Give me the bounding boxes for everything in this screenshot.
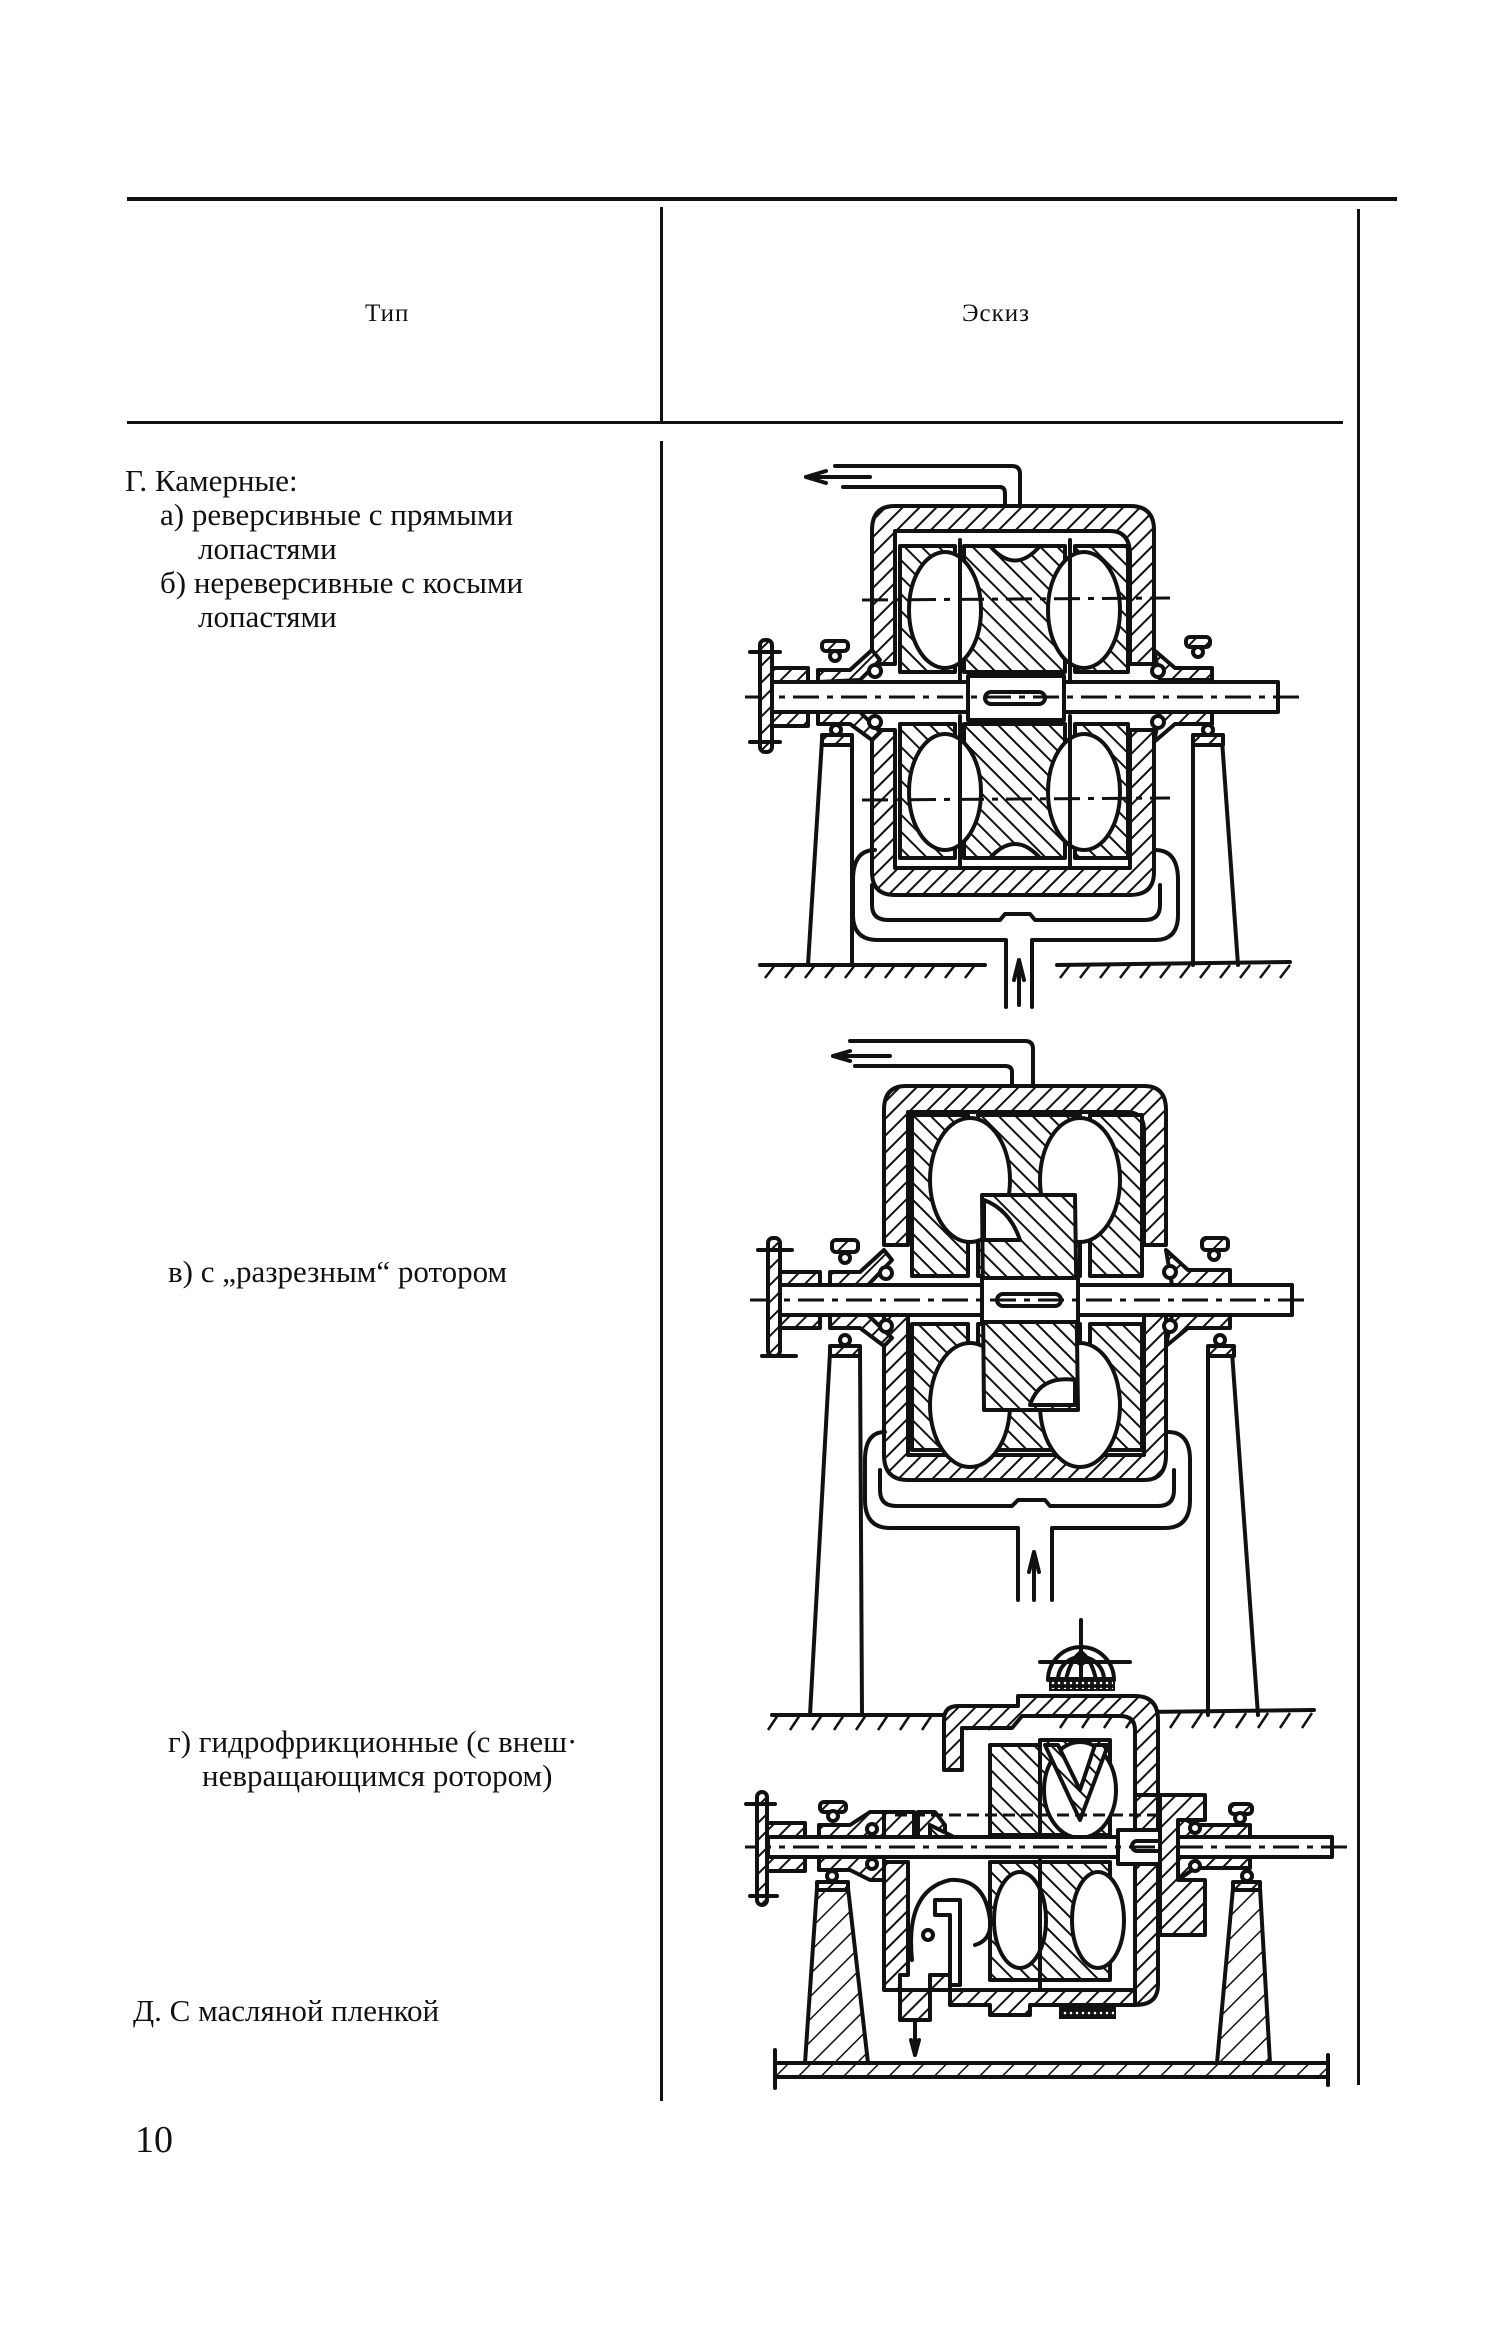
outlet-arrow-icon bbox=[831, 1049, 892, 1063]
return-casing bbox=[851, 848, 1180, 1009]
housing-bottom bbox=[948, 1988, 1137, 2017]
outlet-pipe bbox=[833, 464, 1022, 509]
brake-hook bbox=[909, 1877, 993, 1962]
header-sketch: Эскиз bbox=[962, 300, 1031, 327]
wheel-upper-left bbox=[988, 1743, 1042, 1837]
housing-upper bbox=[882, 1084, 1168, 1247]
group-chamber-title: Г. Камерные: bbox=[125, 463, 298, 498]
brake-housing bbox=[882, 1860, 952, 2022]
support-right bbox=[1191, 738, 1240, 967]
housing-lower bbox=[870, 728, 1156, 897]
ground-hatching bbox=[764, 964, 1291, 979]
header-type: Тип bbox=[365, 300, 410, 327]
group-oil-film-title: Д. С масляной пленкой bbox=[133, 1993, 440, 2028]
cavity-left-lower bbox=[907, 732, 983, 852]
header-column-divider bbox=[660, 207, 663, 421]
ground-right bbox=[1055, 960, 1292, 967]
cavity-right-lower bbox=[1046, 732, 1122, 852]
support-left bbox=[806, 738, 854, 967]
pedestal-left bbox=[802, 1886, 871, 2065]
friction-pad-bottom bbox=[1059, 2007, 1116, 2019]
drain-arrow-icon bbox=[909, 2018, 921, 2057]
page-number: 10 bbox=[135, 2119, 173, 2161]
brake-dial-icon bbox=[1038, 1618, 1132, 1691]
body-column-divider bbox=[660, 441, 663, 2101]
flange bbox=[755, 1790, 769, 1907]
base-slab bbox=[773, 2061, 1330, 2079]
cavity-right-upper bbox=[1046, 550, 1122, 670]
item-a-line1: а) реверсивные с прямыми bbox=[160, 497, 514, 532]
housing-top bbox=[942, 1694, 1160, 1797]
sketch-chamber-coupling-split-rotor bbox=[750, 1039, 1316, 1731]
header-bottom-rule bbox=[127, 421, 1343, 424]
cavity-left-upper bbox=[907, 550, 983, 670]
flange bbox=[758, 638, 774, 754]
inlet-arrow-icon bbox=[1012, 958, 1026, 1007]
item-b-line2: лопастями bbox=[198, 599, 337, 634]
item-a-line2: лопастями bbox=[198, 531, 337, 566]
return-casing bbox=[863, 1430, 1192, 1602]
outlet-arrow-icon bbox=[804, 469, 872, 485]
outlet-pipe bbox=[848, 1039, 1035, 1088]
support-left bbox=[808, 1350, 864, 1717]
item-g-line2: невращающимся ротором) bbox=[202, 1758, 553, 1793]
flange bbox=[766, 1236, 782, 1358]
sketch-chamber-coupling-reversible bbox=[745, 464, 1302, 1009]
housing-side-right bbox=[1133, 1793, 1160, 2007]
inlet-arrow-icon bbox=[1027, 1550, 1041, 1602]
housing-upper bbox=[870, 504, 1156, 666]
table-right-border bbox=[1357, 209, 1360, 2085]
item-g-line1: г) гидрофрикционные (с внеш· bbox=[168, 1724, 578, 1759]
sketch-hydro-friction-coupling bbox=[744, 1618, 1352, 2090]
pedestal-right bbox=[1214, 1886, 1273, 2065]
table-top-rule bbox=[127, 197, 1397, 201]
item-b-line1: б) нереверсивные с косыми bbox=[160, 565, 524, 600]
support-right bbox=[1206, 1350, 1260, 1717]
item-v: в) с „разрезным“ ротором bbox=[168, 1254, 508, 1289]
